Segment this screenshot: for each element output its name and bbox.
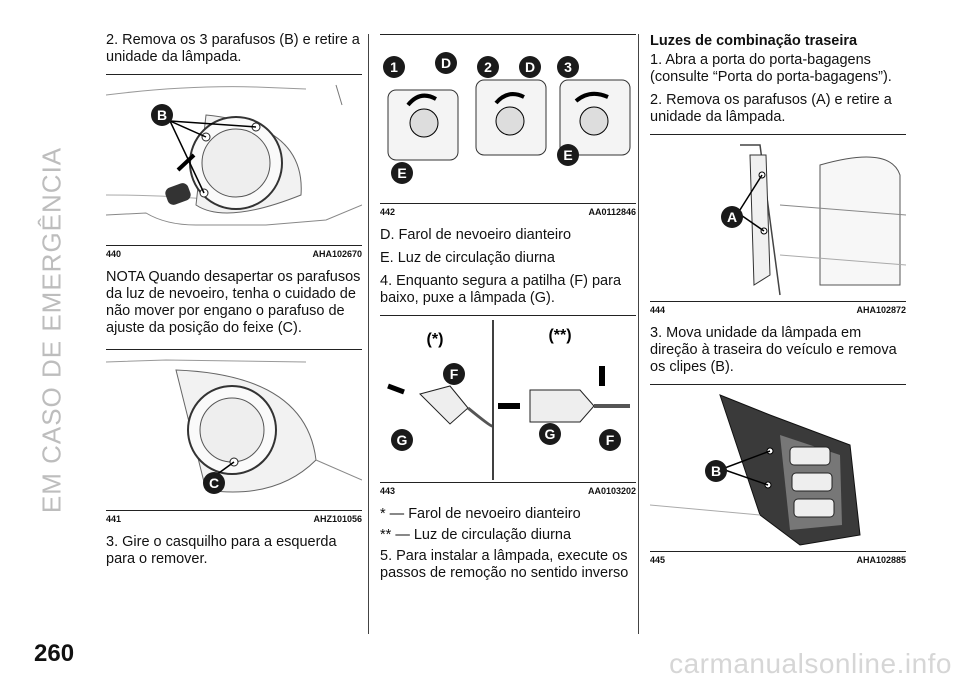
figure-code: AHZ101056 xyxy=(313,514,362,524)
column-divider-1 xyxy=(368,34,369,634)
item-d-text: D. Farol de nevoeiro dianteiro xyxy=(380,227,572,243)
figure-code: AA0112846 xyxy=(588,207,636,217)
label-drl-stars: (**) xyxy=(548,327,571,344)
socket-removal-illustration: 1 D 2 D 3 E E xyxy=(383,52,631,184)
callout-e: E xyxy=(397,165,406,181)
column-divider-2 xyxy=(638,34,639,634)
step-3-text: 3. Mova unidade da lâmpada em direção à … xyxy=(650,325,897,375)
figure-443: (*) (**) F G G F xyxy=(380,315,636,483)
column-2: 1 D 2 D 3 E E 442 AA0112846 D. Farol de … xyxy=(380,32,636,588)
figure-445: B xyxy=(650,384,906,552)
column-3: Luzes de combinação traseira 1. Abra a p… xyxy=(650,32,906,575)
rear-lamp-clips-illustration: B xyxy=(650,394,861,546)
callout-d: D xyxy=(441,55,451,71)
step-2-text: 2. Remova os parafusos (A) e retire a un… xyxy=(650,92,892,125)
callout-1: 1 xyxy=(390,59,398,75)
figure-444-caption: 444 AHA102872 xyxy=(650,302,906,325)
item-e-text: E. Luz de circulação diurna xyxy=(380,250,555,266)
figure-code: AHA102872 xyxy=(856,305,906,315)
callout-b: B xyxy=(157,107,167,123)
note-text: NOTA Quando desapertar os parafusos da l… xyxy=(106,269,361,336)
page-number: 260 xyxy=(34,640,75,667)
figure-442: 1 D 2 D 3 E E xyxy=(380,34,636,204)
legend-single-star: * — Farol de nevoeiro dianteiro xyxy=(380,506,581,522)
figure-code: AHA102670 xyxy=(312,249,362,259)
step-4-text: 4. Enquanto segura a patilha (F) para ba… xyxy=(380,273,622,306)
step-1-text: 1. Abra a porta do porta-bagagens (consu… xyxy=(650,52,892,85)
figure-number: 443 xyxy=(380,486,396,496)
column-1: 2. Remova os 3 parafusos (B) e retire a … xyxy=(106,32,362,574)
callout-3: 3 xyxy=(564,59,572,75)
fog-lamp-screws-illustration: B xyxy=(106,84,362,226)
beam-adjust-screw-illustration: C xyxy=(106,359,362,494)
callout-f: F xyxy=(606,432,615,448)
step-5-text: 5. Para instalar a lâmpada, execute os p… xyxy=(380,548,629,581)
callout-2: 2 xyxy=(484,59,492,75)
step-3-text: 3. Gire o casquilho para a esquerda para… xyxy=(106,534,337,567)
figure-440-caption: 440 AHA102670 xyxy=(106,246,362,269)
callout-e: E xyxy=(563,147,572,163)
rear-lamp-screws-illustration: A xyxy=(721,144,906,296)
figure-442-caption: 442 AA0112846 xyxy=(380,204,636,227)
callout-c: C xyxy=(209,475,219,491)
figure-number: 440 xyxy=(106,249,122,259)
figure-440: B xyxy=(106,74,362,246)
figure-number: 441 xyxy=(106,514,122,524)
figure-number: 442 xyxy=(380,207,396,217)
callout-b: B xyxy=(711,463,721,479)
figure-441-caption: 441 AHZ101056 xyxy=(106,511,362,534)
figure-number: 444 xyxy=(650,305,666,315)
bulb-removal-illustration: (*) (**) F G G F xyxy=(387,320,630,480)
figure-number: 445 xyxy=(650,555,666,565)
section-side-title: EM CASO DE EMERGÊNCIA xyxy=(36,146,67,514)
label-fog-lamp-star: (*) xyxy=(427,331,444,348)
figure-441: C xyxy=(106,349,362,511)
footer-watermark[interactable]: carmanualsonline.info xyxy=(669,648,952,679)
callout-f: F xyxy=(450,366,459,382)
figure-445-caption: 445 AHA102885 xyxy=(650,552,906,575)
callout-a: A xyxy=(727,209,737,225)
figure-code: AHA102885 xyxy=(856,555,906,565)
figure-444: A xyxy=(650,134,906,302)
legend-double-star: ** — Luz de circulação diurna xyxy=(380,527,572,543)
section-heading: Luzes de combinação traseira xyxy=(650,33,858,49)
callout-g: G xyxy=(397,432,408,448)
callout-d: D xyxy=(525,59,535,75)
callout-g: G xyxy=(545,426,556,442)
figure-code: AA0103202 xyxy=(587,486,636,496)
figure-443-caption: 443 AA0103202 xyxy=(380,483,636,506)
step-2-text: 2. Remova os 3 parafusos (B) e retire a … xyxy=(106,32,360,65)
